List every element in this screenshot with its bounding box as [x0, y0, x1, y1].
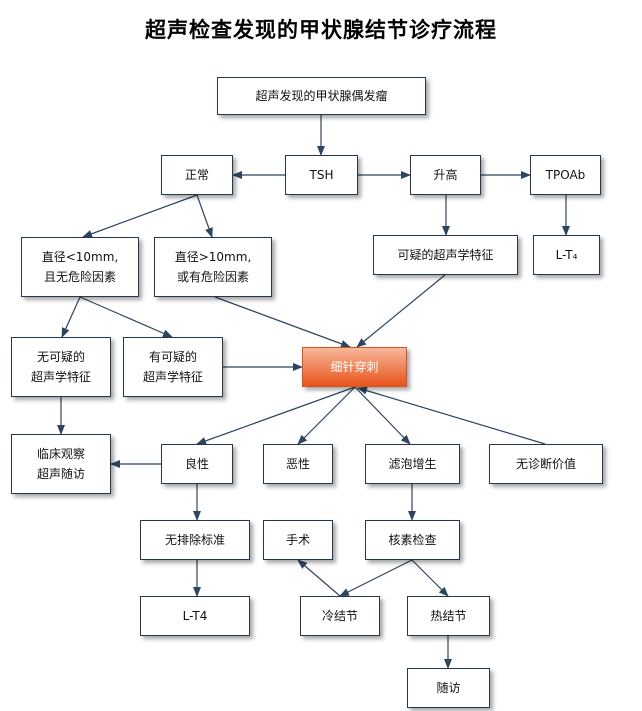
arrow-scan-cold [339, 559, 413, 597]
node-surgery: 手术 [263, 520, 333, 560]
node-cold: 冷结节 [300, 596, 380, 636]
arrow-normal-small [82, 194, 198, 238]
arrow-large-fna [214, 296, 351, 348]
arrow-fna-malignant [297, 386, 356, 445]
node-large-nodule: 直径>10mm, 或有危险因素 [154, 237, 272, 297]
node-benign: 良性 [161, 444, 233, 484]
node-followup: 随访 [407, 668, 490, 708]
node-has-suspicious: 有可疑的 超声学特征 [123, 337, 223, 397]
node-malignant: 恶性 [263, 444, 333, 484]
page-title: 超声检查发现的甲状腺结节诊疗流程 [145, 17, 497, 42]
node-follicular: 滤泡增生 [365, 444, 460, 484]
node-lt4-bottom: L-T4 [140, 596, 250, 636]
arrow-normal-large [196, 194, 213, 238]
node-fna: 细针穿刺 [302, 347, 407, 387]
node-nondiagnostic: 无诊断价值 [489, 444, 603, 484]
node-tpoab: TPOAb [530, 155, 601, 195]
node-small-nodule: 直径<10mm, 且无危险因素 [21, 237, 139, 297]
node-normal: 正常 [161, 155, 233, 195]
arrow-fna-follicular [354, 386, 411, 445]
node-observe: 临床观察 超声随访 [11, 434, 111, 494]
arrow-cold-surgery [297, 559, 341, 597]
node-hot: 热结节 [407, 596, 490, 636]
node-no-exclusion: 无排除标准 [140, 520, 250, 560]
arrow-small-susp [79, 296, 173, 338]
arrow-small-nosusp [61, 296, 81, 338]
node-lt4-top: L-T₄ [533, 235, 600, 275]
node-scan: 核素检查 [365, 520, 460, 560]
arrow-susp-fna [356, 274, 446, 348]
arrow-scan-hot [411, 559, 449, 597]
node-suspicious-us: 可疑的超声学特征 [373, 235, 518, 275]
arrow-fna-benign [196, 386, 356, 445]
arrow-nondiag-fna [357, 386, 546, 445]
node-start: 超声发现的甲状腺偶发瘤 [217, 77, 426, 115]
node-elevated: 升高 [410, 155, 481, 195]
node-tsh: TSH [285, 155, 358, 195]
node-no-suspicious: 无可疑的 超声学特征 [11, 337, 111, 397]
